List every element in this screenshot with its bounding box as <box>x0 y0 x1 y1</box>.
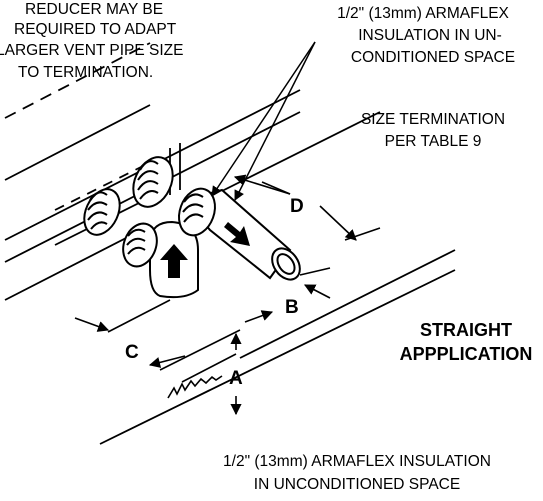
reducer-note-line-2: REQUIRED TO ADAPT <box>14 21 177 38</box>
dimension-label-b: B <box>285 297 299 318</box>
insulation-top-line-1: 1/2" (13mm) ARMAFLEX <box>337 5 509 22</box>
size-termination-line-1: SIZE TERMINATION <box>361 111 505 128</box>
reducer-note-line-4: TO TERMINATION. <box>18 64 153 81</box>
up-arrow-icon <box>160 244 188 278</box>
left-pipe-coupling <box>83 188 121 236</box>
leader-lines <box>211 41 316 201</box>
reducer-note-line-1: REDUCER MAY BE <box>25 1 163 18</box>
dimension-lines <box>74 174 381 416</box>
insulation-bottom-line-1: 1/2" (13mm) ARMAFLEX INSULATION <box>223 453 491 470</box>
straight-application-title-line-1: STRAIGHT <box>420 320 512 340</box>
dimension-label-d: D <box>290 196 304 217</box>
reducer-note-line-3: LARGER VENT PIPE SIZE <box>0 42 184 59</box>
straight-application-title-line-2: APPPLICATION <box>400 344 533 364</box>
insulation-top-line-3: CONDITIONED SPACE <box>351 49 515 66</box>
insulation-top-line-2: INSULATION IN UN- <box>358 27 502 44</box>
upper-pipe-coupling <box>132 156 174 208</box>
insulation-bottom-line-2: IN UNCONDITIONED SPACE <box>254 476 460 493</box>
flow-arrow-icon <box>224 222 250 246</box>
roof-surface-squiggle <box>167 375 223 399</box>
dimension-label-c: C <box>125 342 139 363</box>
dimension-label-a: A <box>229 368 243 389</box>
size-termination-line-2: PER TABLE 9 <box>385 133 482 150</box>
